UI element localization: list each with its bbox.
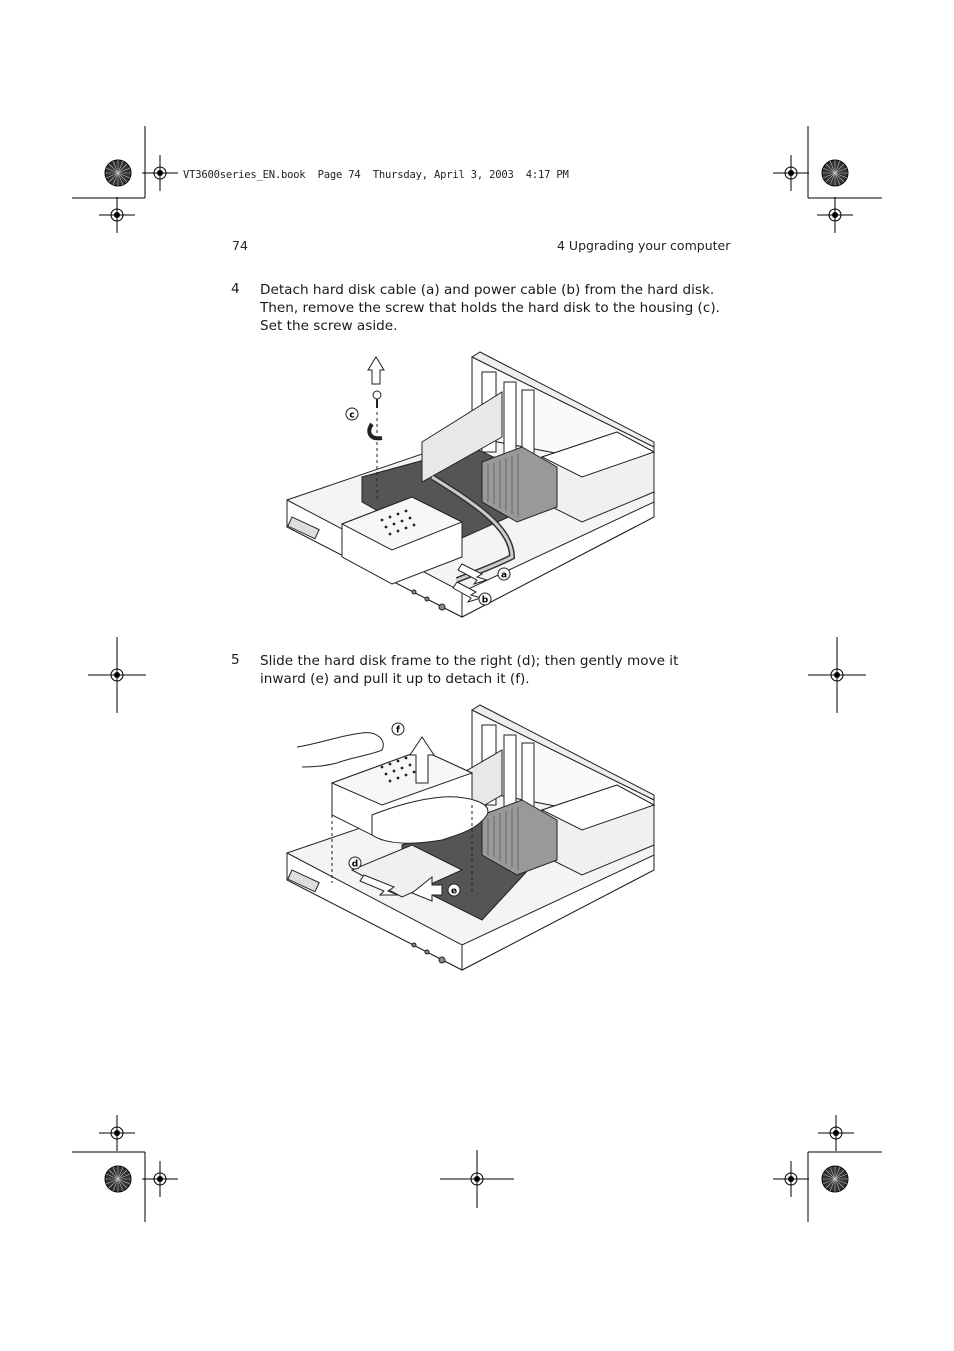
callout-c: c: [349, 411, 354, 421]
step-text: Slide the hard disk frame to the right (…: [260, 652, 720, 688]
step-number: 5: [231, 652, 240, 668]
callout-e: e: [451, 887, 457, 897]
step-line: Slide the hard disk frame to the right (…: [260, 653, 679, 669]
page-number: 74: [232, 238, 248, 253]
print-slug: VT3600series_EN.book Page 74 Thursday, A…: [183, 169, 569, 181]
callout-a: a: [501, 571, 507, 581]
callout-b: b: [482, 596, 489, 606]
step-text: Detach hard disk cable (a) and power cab…: [260, 281, 720, 335]
figure-hard-disk-frame: d e f: [286, 704, 656, 971]
step-line: Set the screw aside.: [260, 318, 398, 334]
step-line: inward (e) and pull it up to detach it (…: [260, 671, 530, 687]
figure-hard-disk-cables: a b c: [286, 351, 656, 618]
step-number: 4: [231, 281, 240, 297]
step-line: Then, remove the screw that holds the ha…: [260, 300, 720, 316]
step-line: Detach hard disk cable (a) and power cab…: [260, 282, 715, 298]
callout-d: d: [352, 860, 358, 870]
chapter-title: 4 Upgrading your computer: [557, 238, 731, 253]
callout-f: f: [396, 726, 400, 736]
